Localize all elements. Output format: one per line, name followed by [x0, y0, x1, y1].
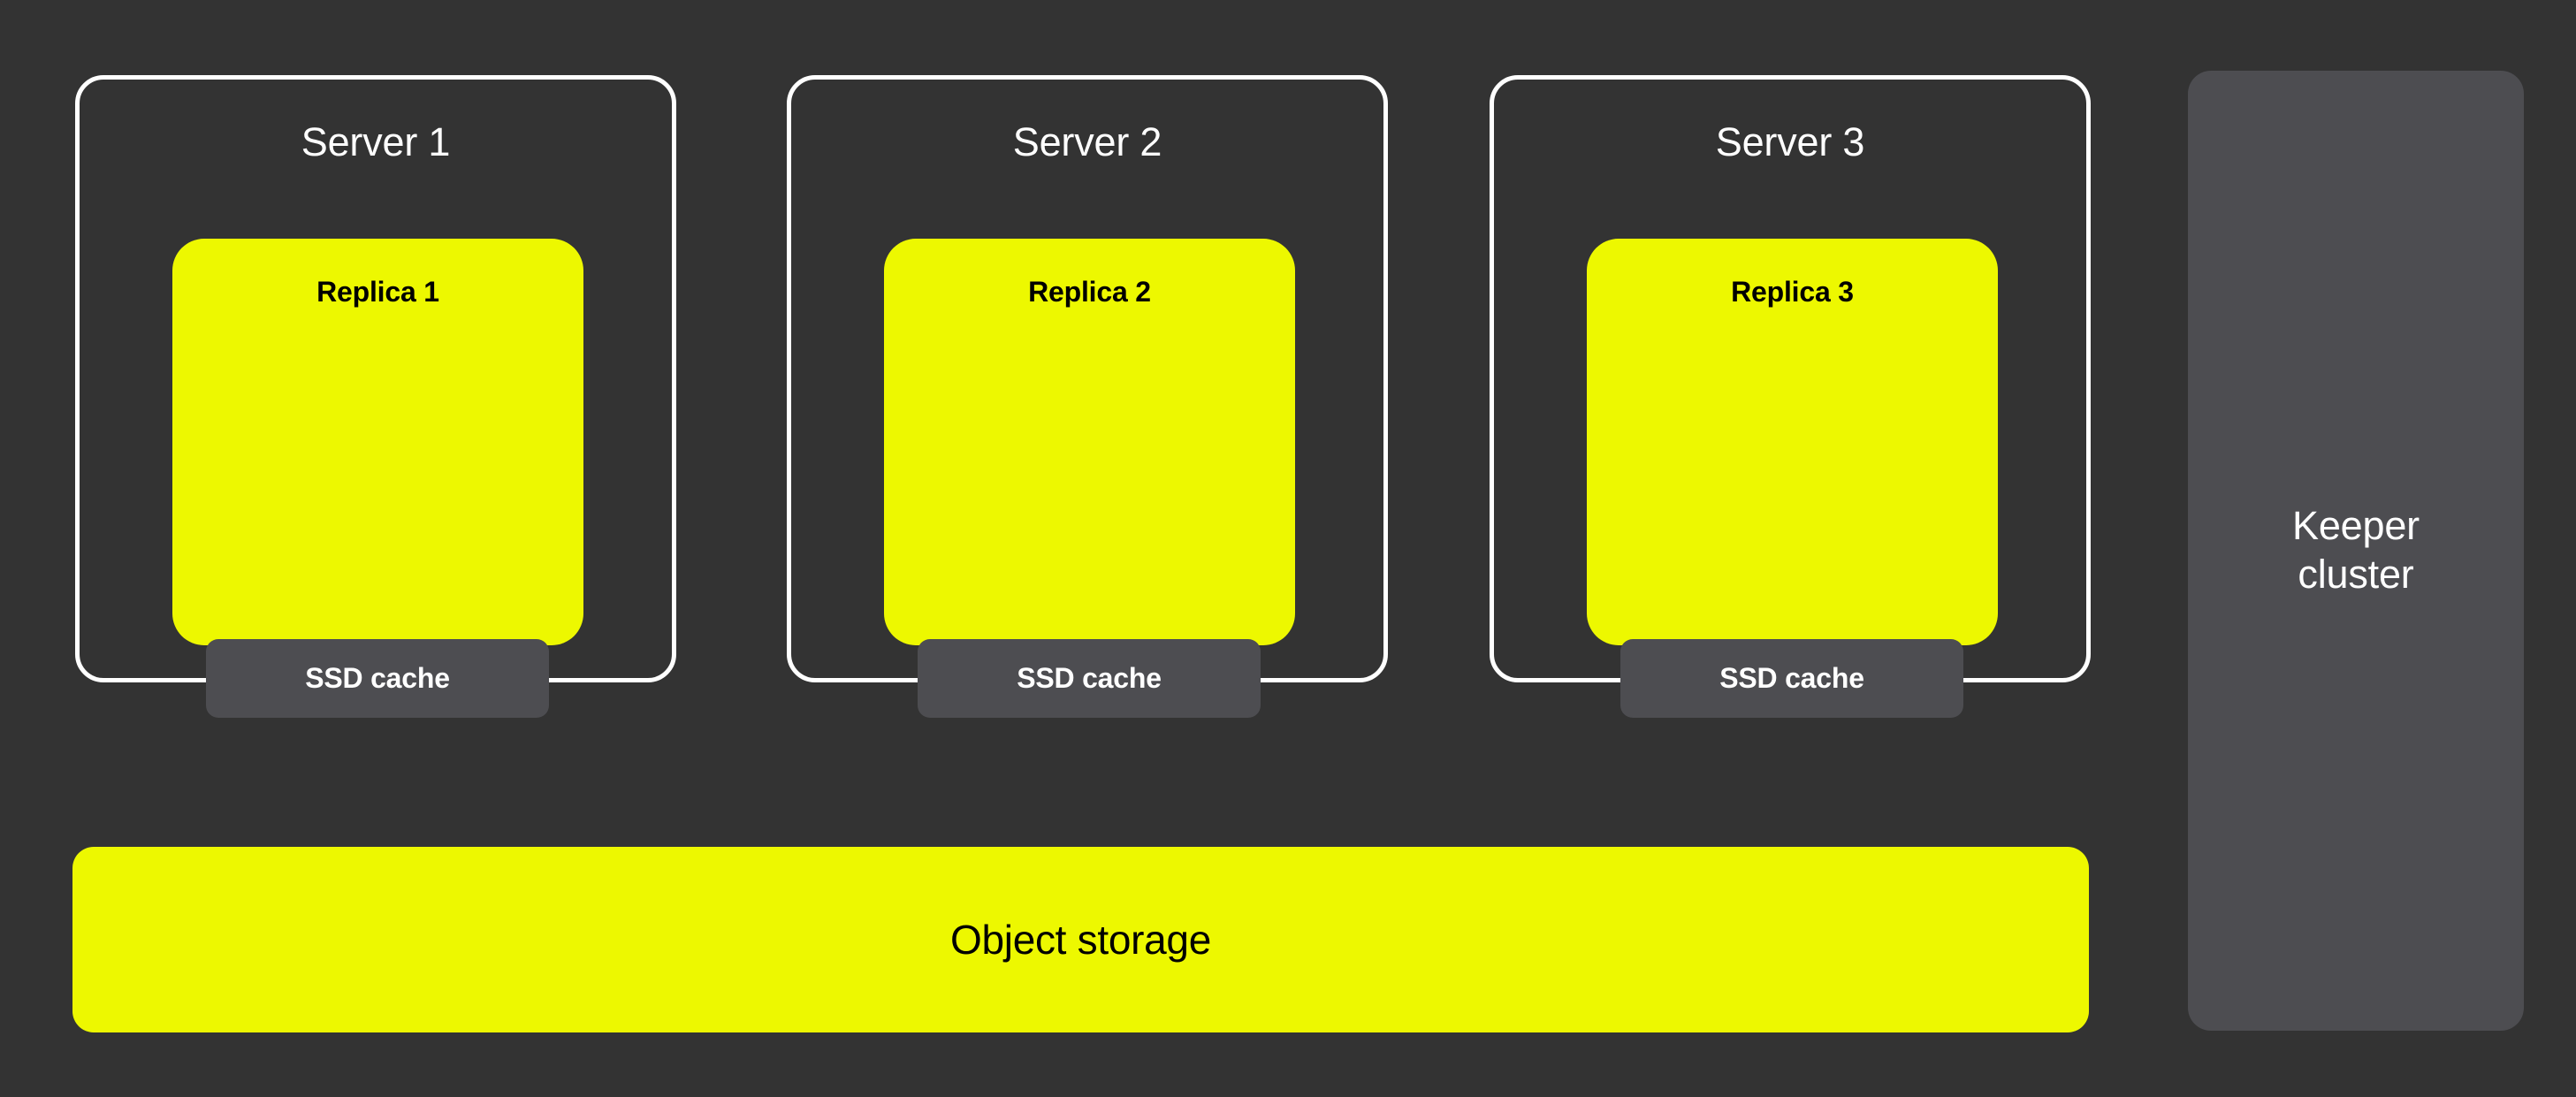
server-card-1[interactable]: Server 1 Replica 1 — [75, 75, 676, 682]
object-storage-bar[interactable]: Object storage — [72, 847, 2089, 1032]
replica-box-2[interactable]: Replica 2 — [884, 239, 1295, 645]
replica-label: Replica 2 — [1028, 276, 1151, 308]
server-title: Server 1 — [301, 119, 451, 164]
replica-label: Replica 3 — [1731, 276, 1854, 308]
replica-label: Replica 1 — [316, 276, 439, 308]
ssd-cache-3[interactable]: SSD cache — [1620, 639, 1963, 718]
replica-box-1[interactable]: Replica 1 — [172, 239, 583, 645]
ssd-cache-1[interactable]: SSD cache — [206, 639, 549, 718]
ssd-cache-2[interactable]: SSD cache — [918, 639, 1261, 718]
keeper-cluster-label: Keeper cluster — [2292, 503, 2420, 597]
server-title: Server 2 — [1012, 119, 1162, 164]
server-card-3[interactable]: Server 3 Replica 3 — [1490, 75, 2091, 682]
keeper-cluster-panel[interactable]: Keeper cluster — [2188, 71, 2524, 1031]
replica-box-3[interactable]: Replica 3 — [1587, 239, 1998, 645]
server-card-2[interactable]: Server 2 Replica 2 — [787, 75, 1388, 682]
server-title: Server 3 — [1715, 119, 1865, 164]
